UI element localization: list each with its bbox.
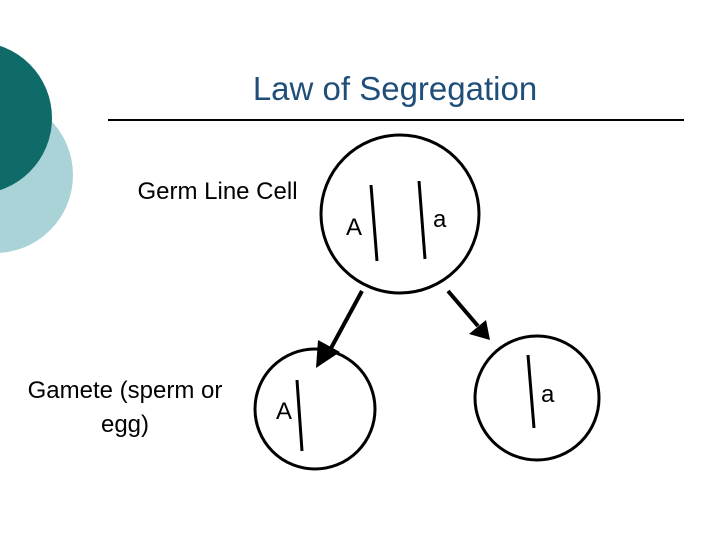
arrow-right-shaft bbox=[446, 289, 480, 328]
gamete-right-chromosome bbox=[526, 354, 536, 429]
germ-line-cell-circle bbox=[319, 133, 481, 295]
gamete-left-chromosome bbox=[295, 379, 304, 452]
gamete-allele-a: a bbox=[541, 381, 555, 408]
title-underline bbox=[108, 119, 684, 121]
arrow-left-shaft bbox=[328, 290, 364, 351]
chromosome-line-left bbox=[369, 184, 379, 262]
gamete-circle-right bbox=[473, 334, 601, 462]
germ-cell-allele-A: A bbox=[346, 214, 363, 241]
gamete-allele-A: A bbox=[276, 398, 293, 425]
slide-title: Law of Segregation bbox=[252, 70, 538, 107]
arrow-right-head bbox=[469, 320, 490, 340]
arrow-left-head bbox=[316, 340, 340, 368]
gamete-circle-left bbox=[253, 347, 377, 471]
dark-teal-circle bbox=[0, 45, 52, 191]
chromosome-line-right bbox=[417, 180, 427, 260]
germ-line-cell-label: Germ Line Cell bbox=[137, 178, 298, 205]
germ-cell-allele-a: a bbox=[433, 206, 447, 233]
gamete-label: Gamete (sperm or egg) bbox=[27, 377, 223, 438]
